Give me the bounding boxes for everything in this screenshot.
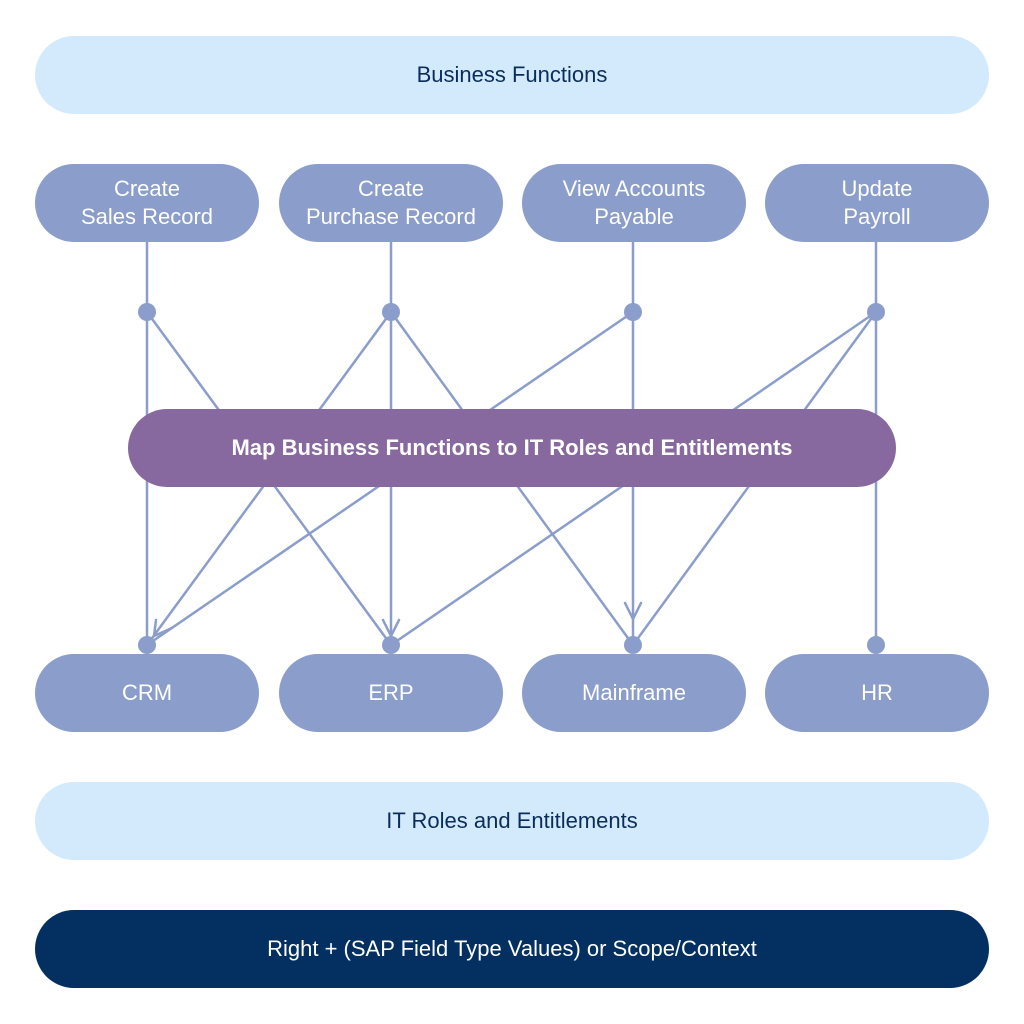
system-erp: ERP bbox=[279, 654, 503, 732]
arrowhead-crm bbox=[152, 618, 174, 639]
junction-dot-crm bbox=[138, 636, 156, 654]
mapping-step: Map Business Functions to IT Roles and E… bbox=[128, 409, 896, 487]
junction-dot-hr bbox=[867, 636, 885, 654]
junction-dot-erp bbox=[382, 636, 400, 654]
scope-context-footer: Right + (SAP Field Type Values) or Scope… bbox=[35, 910, 989, 988]
function-create-purchase-record: Create Purchase Record bbox=[279, 164, 503, 242]
it-roles-band: IT Roles and Entitlements bbox=[35, 782, 989, 860]
arrowhead-mainframe bbox=[623, 601, 643, 622]
system-hr: HR bbox=[765, 654, 989, 732]
junction-dot-payroll bbox=[867, 303, 885, 321]
function-view-accounts-payable: View Accounts Payable bbox=[522, 164, 746, 242]
business-functions-header: Business Functions bbox=[35, 36, 989, 114]
function-update-payroll: Update Payroll bbox=[765, 164, 989, 242]
function-create-sales-record: Create Sales Record bbox=[35, 164, 259, 242]
junction-dot-accounts bbox=[624, 303, 642, 321]
junction-dot-sales bbox=[138, 303, 156, 321]
junction-dot-purchase bbox=[382, 303, 400, 321]
junction-dot-mainframe bbox=[624, 636, 642, 654]
system-mainframe: Mainframe bbox=[522, 654, 746, 732]
system-crm: CRM bbox=[35, 654, 259, 732]
